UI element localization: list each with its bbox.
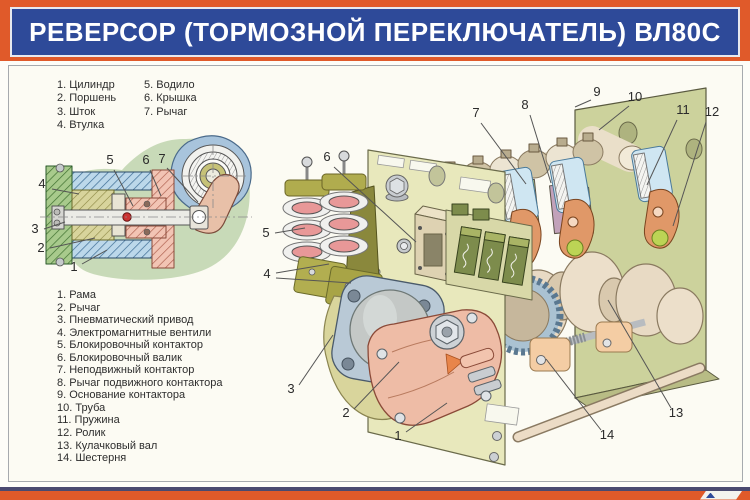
piston-rod	[51, 205, 209, 230]
leader-line	[298, 334, 334, 386]
callout-2: 2	[342, 405, 349, 420]
callout-6: 6	[142, 152, 149, 167]
callout-3: 3	[31, 221, 38, 236]
leader-line	[149, 169, 162, 197]
callout-7: 7	[158, 151, 165, 166]
legend-item: 14. Шестерня	[57, 452, 127, 465]
legend-item: 6. Блокировочный валик	[57, 351, 182, 364]
leader-line	[545, 358, 602, 431]
legend-item: 1. Рама	[57, 289, 96, 301]
legend-item: 3. Пневматический привод	[57, 314, 194, 327]
callout-6: 6	[323, 149, 330, 164]
bearing-blocks	[529, 318, 646, 372]
leader-line	[43, 221, 66, 230]
footer-navy-line	[0, 487, 750, 491]
callout-3: 3	[287, 381, 294, 396]
callout-1: 1	[394, 428, 401, 443]
callout-14: 14	[600, 427, 614, 442]
leader-line	[49, 237, 96, 249]
leader-line	[353, 361, 400, 410]
legend-item: 11. Пружина	[57, 414, 120, 427]
callout-1: 1	[70, 259, 77, 274]
tie-rod	[512, 362, 706, 443]
leader-line	[275, 277, 352, 284]
legend-item: 13. Кулачковый вал	[57, 439, 158, 452]
legend-item: 3. Шток	[57, 105, 96, 118]
callout-9: 9	[593, 84, 600, 99]
legend-item: 6. Крышка	[144, 92, 197, 105]
callout-7: 7	[472, 105, 479, 120]
legend-item: 8. Рычаг подвижного контактора	[57, 376, 223, 389]
drive-lever-housing	[367, 309, 503, 426]
leader-line	[333, 166, 417, 243]
legend-item: 10. Труба	[57, 401, 106, 414]
terminal-blocks	[445, 203, 533, 301]
leader-line	[607, 299, 672, 409]
legend-item: 7. Неподвижный контактор	[57, 364, 195, 377]
leader-line	[598, 105, 630, 131]
legend-item: 2. Поршень	[57, 92, 117, 105]
leader-line	[275, 263, 330, 274]
legend-item: 2. Рычаг	[57, 301, 101, 314]
footer-orange-band	[0, 490, 750, 500]
leader-line	[574, 99, 592, 108]
legend-item: 4. Втулка	[57, 119, 105, 132]
legend-item: 9. Основание контактора	[57, 389, 186, 402]
legend-item: 7. Рычаг	[144, 105, 188, 118]
publisher-logo-mark	[706, 492, 715, 498]
leader-line	[529, 114, 552, 184]
callout-4: 4	[263, 266, 270, 281]
legend-item: 1. Цилиндр	[57, 79, 115, 91]
leader-line	[405, 402, 448, 433]
cylinder-body	[45, 165, 175, 269]
callout-12: 12	[705, 104, 719, 119]
callout-11: 11	[676, 102, 690, 117]
callout-8: 8	[521, 97, 528, 112]
publisher-logo	[700, 491, 742, 500]
callout-5: 5	[106, 152, 113, 167]
callout-13: 13	[669, 405, 683, 420]
legend-item: 5. Водило	[144, 79, 195, 91]
leader-line	[672, 121, 707, 227]
legend-item: 4. Электромагнитные вентили	[57, 326, 212, 339]
callout-2: 2	[37, 240, 44, 255]
centerlines	[40, 145, 252, 218]
leader-line	[646, 119, 678, 186]
leader-line	[480, 122, 527, 185]
callout-5: 5	[262, 225, 269, 240]
leader-line	[113, 169, 134, 207]
legend-item: 5. Блокировочный контактор	[57, 339, 203, 352]
legend-item: 12. Ролик	[57, 427, 106, 440]
poster-header: РЕВЕРСОР (ТОРМОЗНОЙ ПЕРЕКЛЮЧАТЕЛЬ) ВЛ80С	[0, 0, 750, 61]
leader-line	[274, 227, 306, 234]
callout-10: 10	[628, 89, 642, 104]
title-bar: РЕВЕРСОР (ТОРМОЗНОЙ ПЕРЕКЛЮЧАТЕЛЬ) ВЛ80С	[10, 7, 740, 57]
poster-title: РЕВЕРСОР (ТОРМОЗНОЙ ПЕРЕКЛЮЧАТЕЛЬ) ВЛ80С	[29, 16, 721, 47]
leader-line	[81, 249, 108, 265]
leader-line	[166, 167, 199, 203]
leader-line	[51, 188, 80, 195]
pneumatic-drive	[323, 275, 503, 426]
blocking-shaft-bearing	[396, 205, 461, 283]
callout-4: 4	[38, 176, 45, 191]
